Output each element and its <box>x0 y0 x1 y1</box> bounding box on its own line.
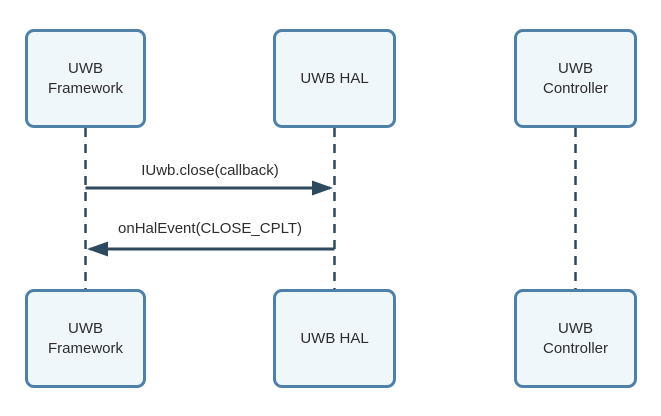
actor-box-uwb-controller-top: UWB Controller <box>514 29 637 128</box>
actor-box-uwb-hal-top: UWB HAL <box>273 29 396 128</box>
actor-box-uwb-framework-bottom: UWB Framework <box>25 289 146 388</box>
actor-label: UWB Framework <box>47 59 123 97</box>
actor-box-uwb-framework-top: UWB Framework <box>25 29 146 128</box>
actor-label: UWB HAL <box>300 329 369 347</box>
actor-box-uwb-controller-bottom: UWB Controller <box>514 289 637 388</box>
actor-box-uwb-hal-bottom: UWB HAL <box>273 289 396 388</box>
actor-label: UWB Controller <box>542 59 609 97</box>
actor-label: UWB Controller <box>542 319 609 357</box>
message-label-iuwb-close: IUwb.close(callback) <box>141 162 279 179</box>
actor-label: UWB Framework <box>47 319 123 357</box>
actor-label: UWB HAL <box>300 69 369 87</box>
message-label-onhalevent: onHalEvent(CLOSE_CPLT) <box>118 220 302 237</box>
